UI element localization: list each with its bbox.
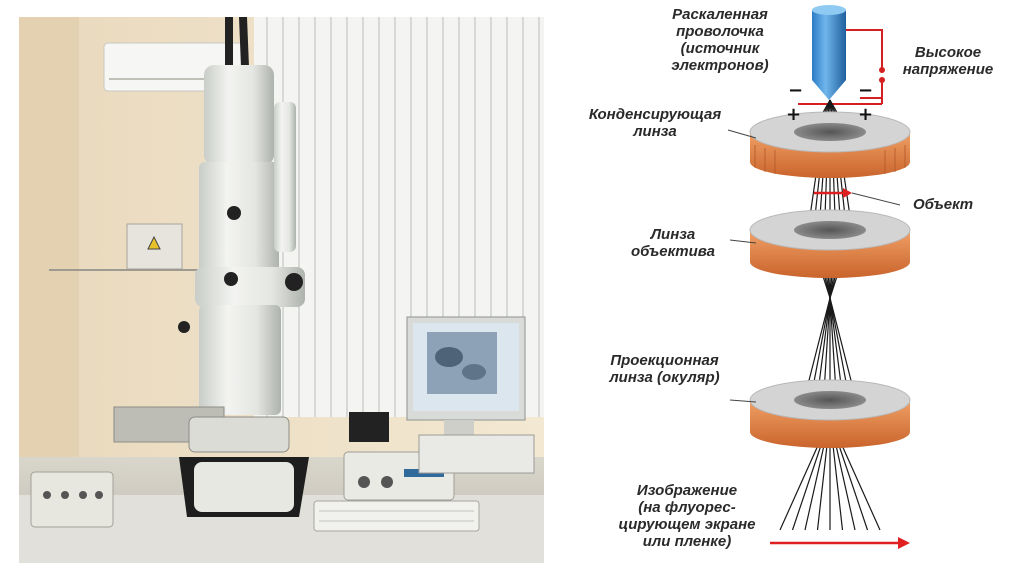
condenser-label-line: Конденсирующая bbox=[588, 106, 722, 123]
microscope-photo bbox=[19, 17, 544, 563]
plus-sign-left: + bbox=[786, 104, 802, 125]
filament-label-line: (источник bbox=[680, 40, 760, 57]
monitor bbox=[406, 316, 535, 474]
keyboard-icon bbox=[313, 500, 480, 532]
object-label-text: Объект bbox=[913, 196, 974, 213]
microscope-column bbox=[113, 17, 309, 517]
projection-label-line: Проекционная bbox=[610, 352, 719, 369]
high-voltage-label-line: напряжение bbox=[902, 61, 994, 78]
filament bbox=[812, 5, 846, 100]
condenser-label-line: линза bbox=[633, 123, 677, 140]
electrical-panel-icon bbox=[126, 223, 183, 270]
minus-sign-left: − bbox=[788, 80, 804, 101]
high-voltage-label: Высокое напряжение bbox=[893, 44, 1003, 78]
object-label: Объект bbox=[913, 196, 1003, 213]
high-voltage-circuit bbox=[798, 29, 883, 105]
plus-sign-right: + bbox=[858, 104, 874, 125]
projection-lens bbox=[749, 379, 911, 448]
condenser-lens bbox=[749, 111, 911, 178]
objective-lens bbox=[749, 209, 911, 278]
control-panel-icon bbox=[30, 471, 114, 528]
image-label-line: цирующем экране bbox=[618, 516, 756, 533]
image-label: Изображение (на флуорес- цирующем экране… bbox=[612, 482, 762, 550]
leader-lines bbox=[727, 129, 901, 403]
image-arrow bbox=[770, 537, 910, 549]
filament-label-line: проволочка bbox=[676, 23, 764, 40]
object-arrow bbox=[814, 188, 852, 198]
filament-label-line: Раскаленная bbox=[672, 6, 768, 23]
electron-microscope-diagram bbox=[727, 5, 911, 549]
image-label-line: или пленке) bbox=[642, 533, 732, 550]
objective-label: Линза объектива bbox=[618, 226, 728, 260]
high-voltage-label-line: Высокое bbox=[914, 44, 982, 61]
minus-sign-right: − bbox=[858, 80, 874, 101]
filament-label: Раскаленная проволочка (источник электро… bbox=[655, 6, 785, 74]
objective-label-line: объектива bbox=[631, 243, 715, 260]
condenser-label: Конденсирующая линза bbox=[585, 106, 725, 140]
image-label-line: (на флуорес- bbox=[638, 499, 736, 516]
image-label-line: Изображение bbox=[636, 482, 738, 499]
projection-label-line: линза (окуляр) bbox=[609, 369, 720, 386]
objective-label-line: Линза bbox=[650, 226, 696, 243]
projection-label: Проекционная линза (окуляр) bbox=[597, 352, 732, 386]
filament-label-line: электронов) bbox=[671, 57, 769, 74]
